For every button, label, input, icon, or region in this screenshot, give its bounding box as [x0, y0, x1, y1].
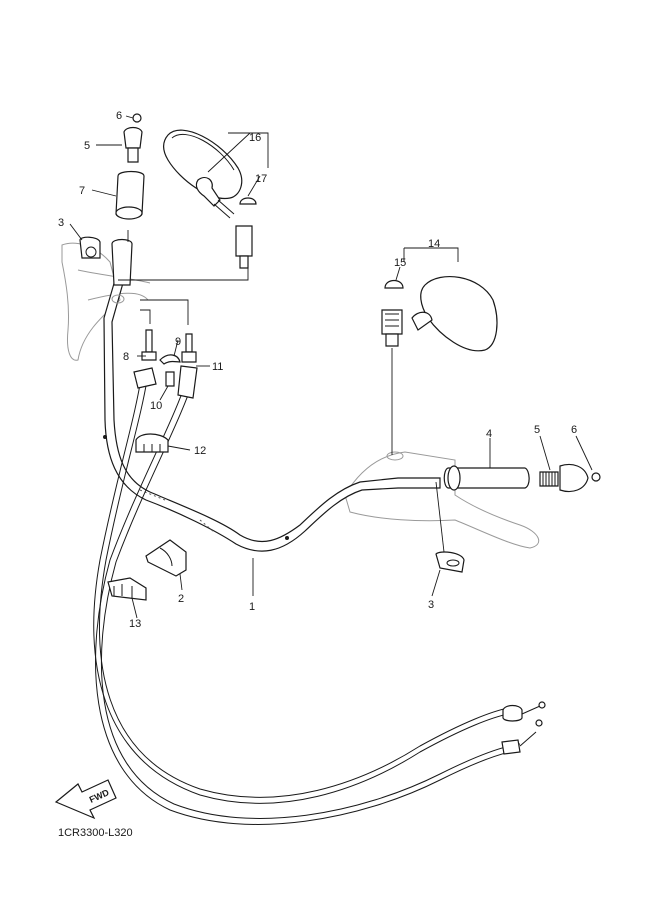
callout-leaders: [69, 115, 593, 619]
callout-6-left: 6: [116, 110, 122, 122]
callout-17: 17: [255, 173, 267, 185]
callout-6-right: 6: [571, 424, 577, 436]
left-mirror-cap: [239, 197, 257, 205]
right-bar-end-screw: [591, 472, 601, 482]
callout-2: 2: [178, 593, 184, 605]
callout-15: 15: [394, 257, 406, 269]
callout-12: 12: [194, 445, 206, 457]
handlebar: [103, 279, 441, 552]
callout-3-right: 3: [428, 599, 434, 611]
bolt-10: [165, 371, 175, 387]
fwd-arrow-icon: FWD: [54, 779, 117, 820]
diagram-code: 1CR3300-L320: [58, 827, 133, 839]
callout-5-right: 5: [534, 424, 540, 436]
right-switch-housing-outline: [344, 451, 540, 549]
left-grip: [115, 170, 145, 220]
clamp-2: [145, 539, 187, 577]
callout-9: 9: [175, 336, 181, 348]
callout-8: 8: [123, 351, 129, 363]
cable-adjuster-8: [141, 329, 157, 361]
callout-16: 16: [249, 132, 261, 144]
callout-1: 1: [249, 601, 255, 613]
cable-holder-12: [135, 433, 169, 453]
left-lever-holder-3: [79, 236, 101, 259]
callout-7: 7: [79, 185, 85, 197]
callout-4: 4: [486, 428, 492, 440]
clip-9: [159, 354, 181, 365]
right-lever-holder-3: [435, 551, 465, 573]
right-mirror: [381, 276, 498, 352]
callout-13: 13: [129, 618, 141, 630]
holder-13: [107, 577, 147, 601]
callout-10: 10: [150, 400, 162, 412]
right-bar-end-weight: [539, 463, 589, 493]
callout-14: 14: [428, 238, 440, 250]
left-bar-end-weight: [123, 126, 143, 163]
left-handlebar-end: [111, 238, 133, 304]
right-grip: [443, 465, 530, 491]
callout-3-left: 3: [58, 217, 64, 229]
left-bar-end-screw: [132, 113, 142, 123]
callout-11: 11: [212, 361, 223, 373]
cable-bundle: [93, 365, 546, 825]
cable-adjuster-11: [181, 333, 197, 363]
left-mirror: [162, 129, 253, 269]
alignment-lines: [118, 230, 445, 553]
right-mirror-cap: [384, 279, 404, 289]
callout-5-left: 5: [84, 140, 90, 152]
callout-labels: 6 5 7 3 16 17 8 9 10 11 12 2 13 1 3 4 5 …: [58, 110, 577, 630]
